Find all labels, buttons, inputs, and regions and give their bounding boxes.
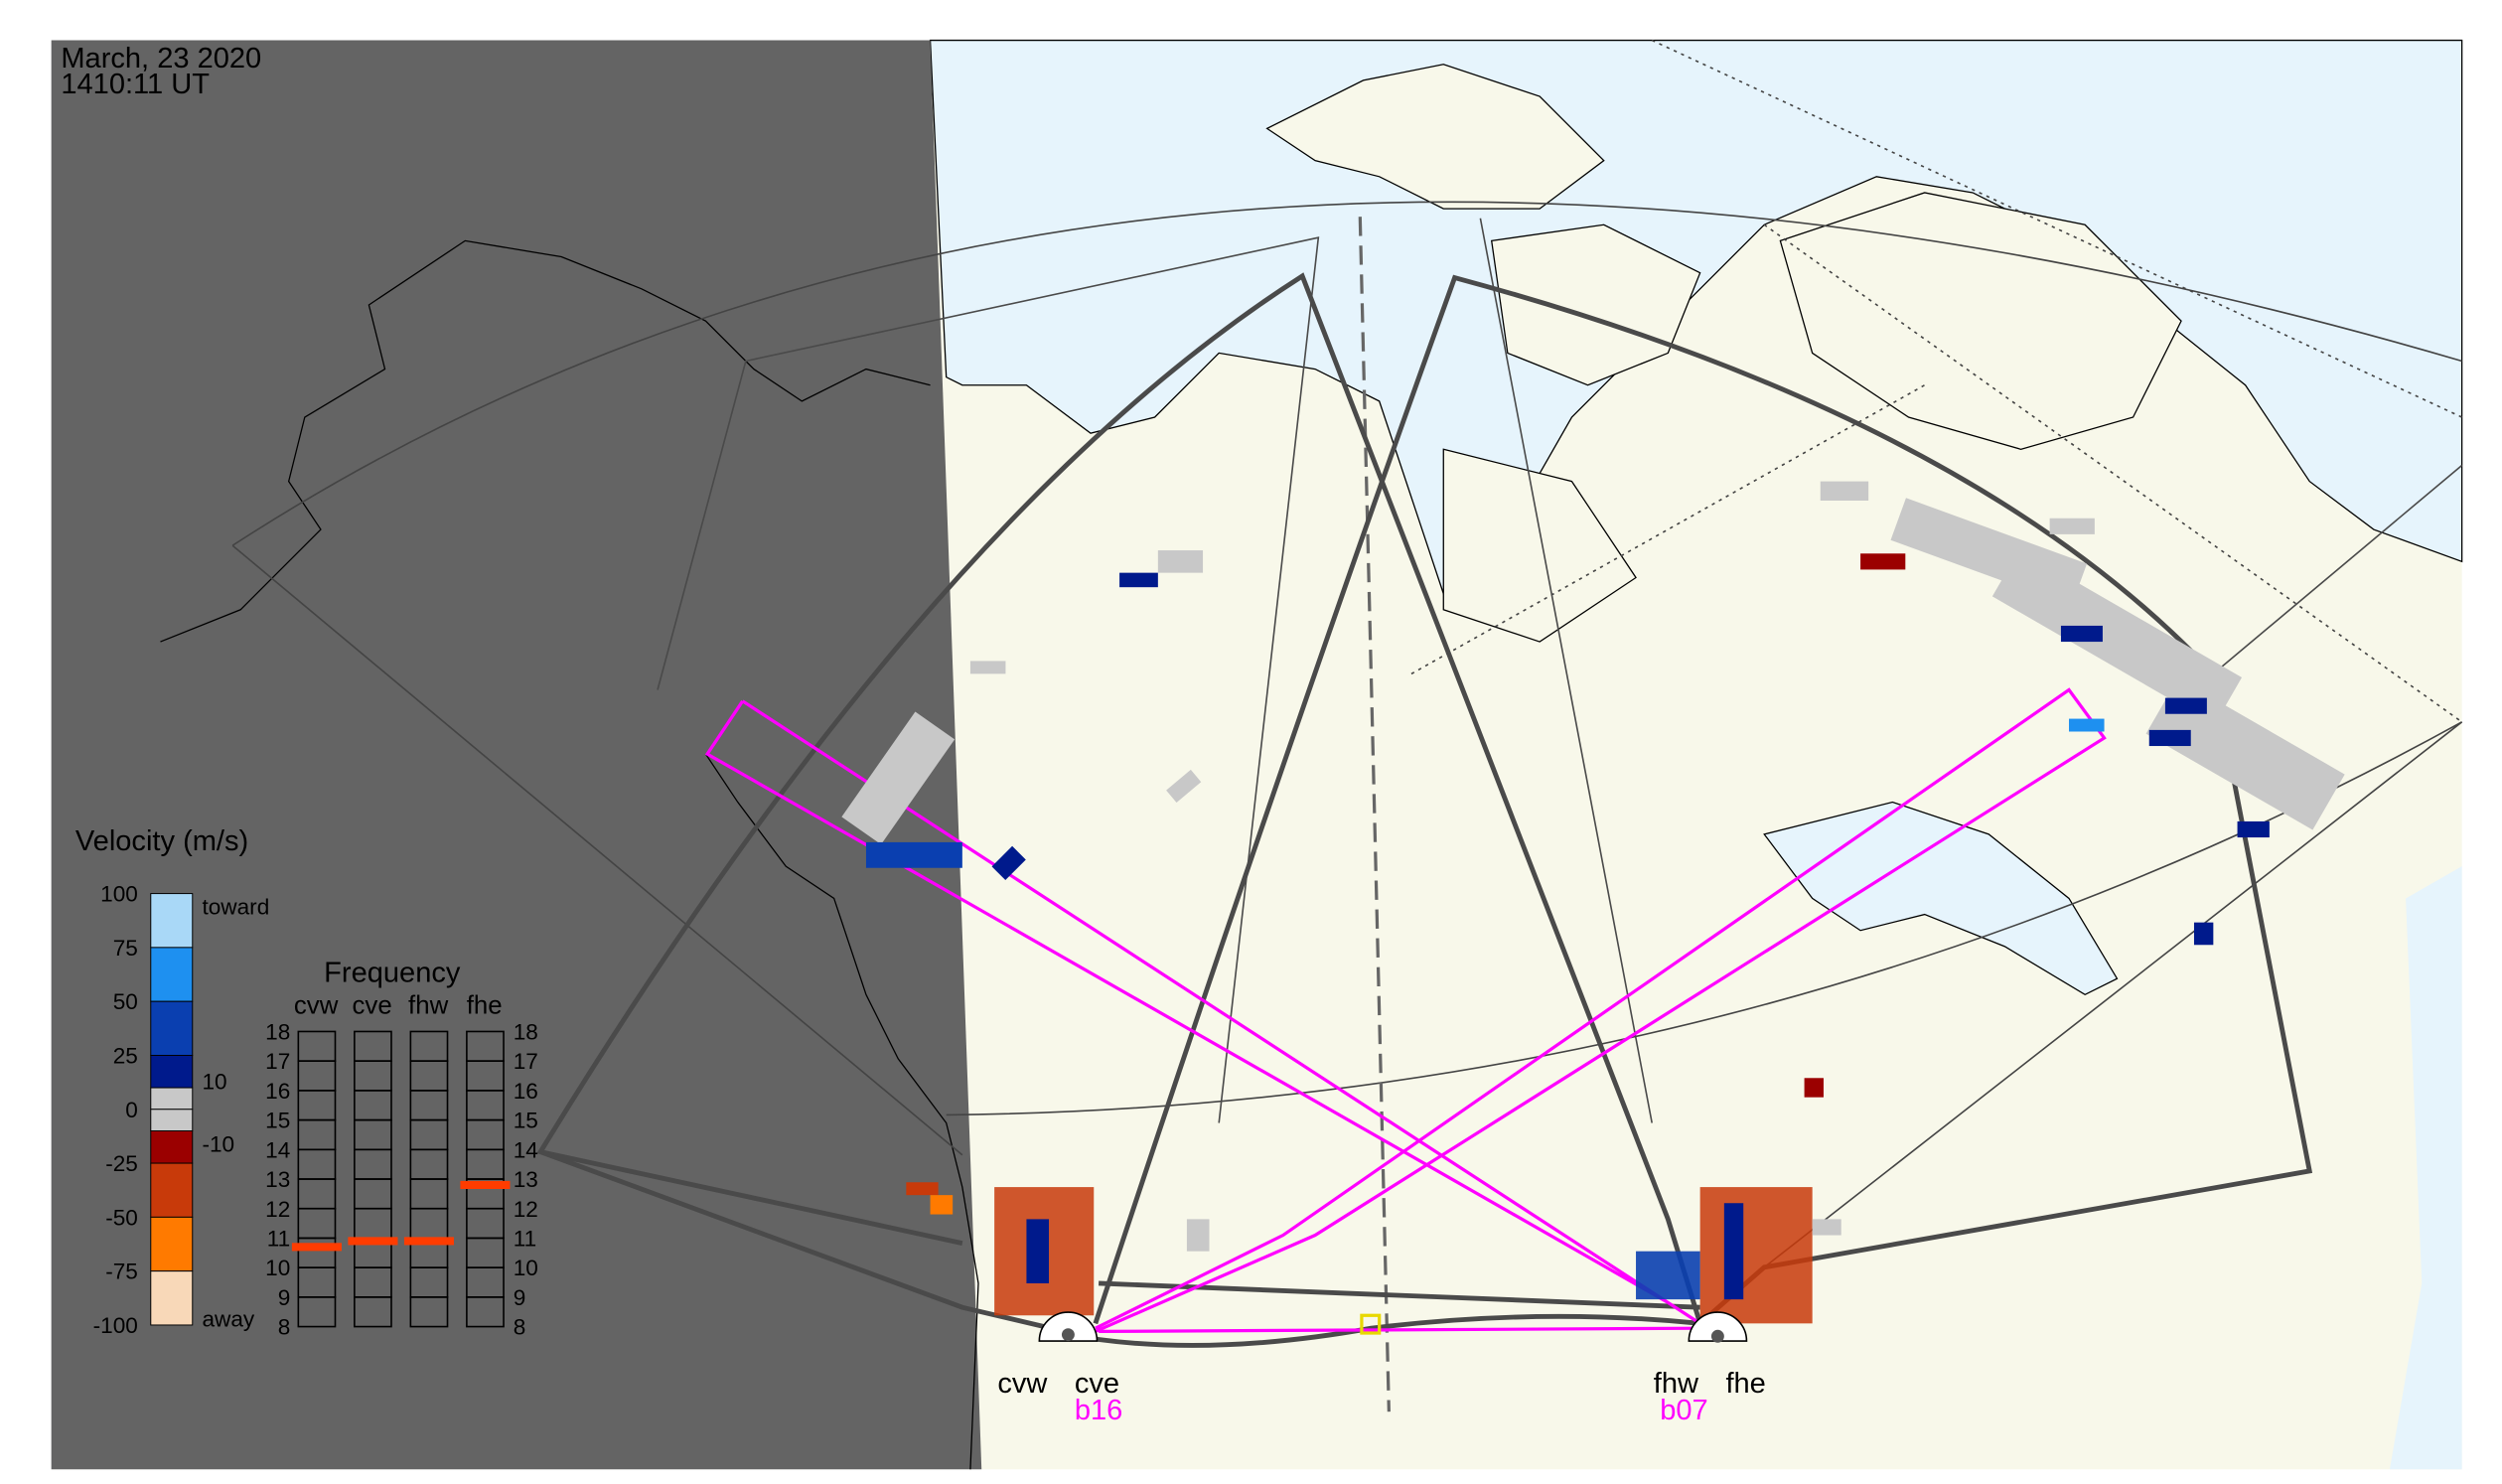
frequency-tick-right: 18 bbox=[514, 1020, 538, 1045]
frequency-tick-right: 16 bbox=[514, 1079, 538, 1104]
frequency-tick-left: 18 bbox=[265, 1020, 290, 1045]
arctic-ocean bbox=[929, 39, 2463, 595]
velocity-tick-label: -100 bbox=[93, 1313, 138, 1338]
velocity-legend-title: Velocity (m/s) bbox=[75, 825, 248, 857]
radar-site-fh[interactable] bbox=[1688, 1311, 1748, 1343]
date-label: March, 23 2020 bbox=[61, 43, 261, 74]
pacific-ocean bbox=[2389, 866, 2462, 1470]
frequency-tick-right: 8 bbox=[514, 1315, 526, 1340]
hudson-bay bbox=[1763, 801, 2119, 996]
frequency-radar-label-fhe: fhe bbox=[467, 992, 503, 1020]
frequency-tick-right: 13 bbox=[514, 1167, 538, 1192]
velocity-color-segment bbox=[150, 893, 194, 949]
dotted-grid-2 bbox=[1410, 384, 1926, 675]
backscatter-cells bbox=[841, 481, 2345, 1324]
frequency-tick-right: 10 bbox=[514, 1256, 538, 1280]
frequency-tick-left: 12 bbox=[265, 1197, 290, 1222]
frequency-tick-right: 9 bbox=[514, 1285, 526, 1310]
frequency-tick-left: 9 bbox=[278, 1285, 291, 1310]
fov-outlines bbox=[536, 272, 2313, 1348]
frequency-marker-fhe bbox=[460, 1180, 511, 1189]
frequency-tick-right: 14 bbox=[514, 1137, 538, 1162]
beam-outlines[interactable] bbox=[704, 687, 2107, 1334]
velocity-color-segment bbox=[150, 1054, 194, 1089]
frequency-tick-left: 16 bbox=[265, 1079, 290, 1104]
velocity-tick-label: 0 bbox=[125, 1098, 138, 1122]
frequency-marker-cvw bbox=[291, 1243, 342, 1252]
alaska-coastline bbox=[160, 239, 979, 1470]
latitude-circle bbox=[231, 201, 2462, 546]
frequency-radar-label-cvw: cvw bbox=[294, 992, 339, 1020]
frequency-tick-left: 14 bbox=[265, 1137, 290, 1162]
velocity-tick-label: -25 bbox=[105, 1151, 138, 1176]
velocity-tick-label: 100 bbox=[100, 882, 138, 907]
radar-label-fhe: fhe bbox=[1725, 1368, 1765, 1400]
frequency-marker-cve bbox=[348, 1237, 398, 1246]
velocity-tick-label: 25 bbox=[113, 1044, 138, 1069]
radar-label-fhw: fhw bbox=[1654, 1368, 1699, 1400]
frequency-radar-label-fhw: fhw bbox=[408, 992, 449, 1020]
frequency-tick-left: 13 bbox=[265, 1167, 290, 1192]
frequency-tick-left: 8 bbox=[278, 1315, 291, 1340]
velocity-tick-label: -75 bbox=[105, 1260, 138, 1284]
velocity-tick-label: 50 bbox=[113, 989, 138, 1014]
frequency-tick-right: 15 bbox=[514, 1109, 538, 1133]
frequency-tick-left: 15 bbox=[265, 1109, 290, 1133]
night-terminator bbox=[51, 40, 982, 1470]
frequency-cell bbox=[354, 1030, 392, 1062]
frequency-tick-right: 11 bbox=[514, 1227, 536, 1252]
velocity-color-segment bbox=[150, 1109, 194, 1131]
velocity-color-segment bbox=[150, 1087, 194, 1111]
velocity-color-segment bbox=[150, 1162, 194, 1218]
frequency-marker-fhw bbox=[403, 1237, 454, 1246]
beam-label-b16: b16 bbox=[1075, 1395, 1122, 1426]
radar-label-cve: cve bbox=[1075, 1368, 1119, 1400]
velocity-legend: Velocity (m/s) toward away 10 -10 100 75 5… bbox=[75, 825, 269, 1338]
frequency-tick-right: 17 bbox=[514, 1049, 538, 1074]
radar-label-cvw: cvw bbox=[997, 1368, 1048, 1400]
frequency-tick-left: 11 bbox=[267, 1227, 290, 1252]
conjugate-point-marker[interactable] bbox=[1360, 1313, 1382, 1335]
dashed-meridian bbox=[1358, 217, 1391, 1412]
frequency-tick-right: 12 bbox=[514, 1197, 538, 1222]
meridian bbox=[231, 544, 2463, 1268]
frequency-cell bbox=[409, 1030, 449, 1062]
beam-label-b07: b07 bbox=[1660, 1395, 1707, 1426]
velocity-color-segment bbox=[150, 1270, 194, 1326]
frequency-tick-left: 10 bbox=[265, 1256, 290, 1280]
fov-inner-lines bbox=[657, 218, 2463, 1123]
away-label: away bbox=[202, 1307, 254, 1332]
frequency-title: Frequency bbox=[324, 957, 461, 988]
radar-site-cv[interactable] bbox=[1038, 1311, 1099, 1342]
velocity-color-segment bbox=[150, 1216, 194, 1272]
velocity-tick-label: -50 bbox=[105, 1205, 138, 1230]
dotted-grid-3 bbox=[1763, 223, 2463, 723]
velocity-tick-label: 75 bbox=[113, 936, 138, 961]
velocity-color-segment bbox=[150, 1130, 194, 1164]
grey-upper-label: 10 bbox=[202, 1070, 226, 1095]
velocity-color-segment bbox=[150, 1000, 194, 1056]
time-label: 1410:11 UT bbox=[61, 69, 210, 100]
grey-lower-label: -10 bbox=[202, 1132, 234, 1157]
frequency-cell bbox=[466, 1030, 505, 1062]
frequency-radar-label-cve: cve bbox=[353, 992, 392, 1020]
frequency-cell bbox=[297, 1030, 337, 1062]
frequency-tick-left: 17 bbox=[265, 1049, 290, 1074]
velocity-color-segment bbox=[150, 947, 194, 1002]
toward-label: toward bbox=[202, 895, 269, 920]
arctic-islands bbox=[1265, 64, 2182, 643]
